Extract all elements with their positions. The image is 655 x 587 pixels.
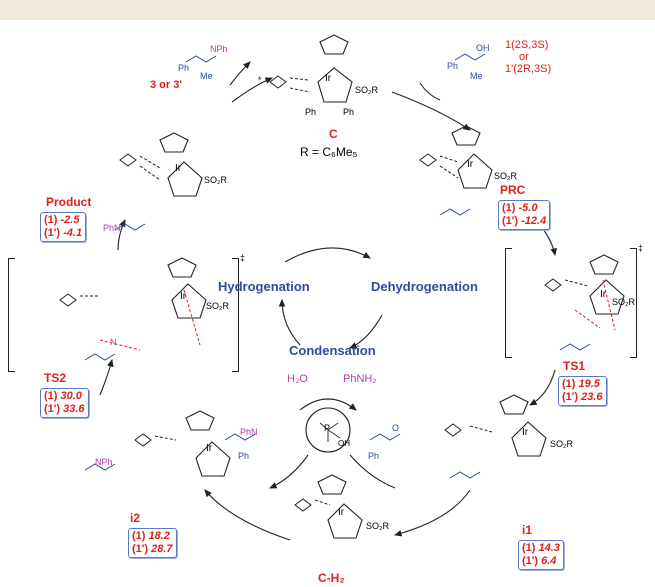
ts1-id-1: (1) [562, 378, 576, 390]
cycle-dehydrogenation: Dehydrogenation [371, 279, 478, 294]
imine-phn: PhN [240, 427, 258, 437]
i2-val-1: 18.2 [148, 530, 170, 542]
i1-id-2: (1') [522, 555, 539, 567]
ts1-dagger: ‡ [638, 243, 644, 253]
substrate-line-2: or [519, 51, 529, 63]
imine-ph: Ph [238, 451, 250, 461]
species-name-ts1: TS1 [563, 359, 586, 373]
energy-box-product: (1) -2.5 (1') -4.1 [40, 212, 87, 242]
product-ids: 3 or 3' [150, 79, 182, 91]
acid-oh: OH [338, 439, 350, 448]
ir-atom-ts1: Ir [600, 289, 607, 300]
i2-id-2: (1') [132, 543, 149, 555]
prc-id-2: (1') [502, 215, 519, 227]
ts2-bracket-right [232, 258, 239, 372]
energy-box-ts1: (1) 19.5 (1') 23.6 [558, 376, 607, 406]
header-bar [0, 0, 655, 20]
ts1-val-1: 19.5 [578, 378, 600, 390]
ir-atom-product: Ir [175, 163, 182, 174]
inner-cycle [278, 247, 383, 349]
so2r-product: SO₂R [204, 175, 227, 185]
ir-atom-c: Ir [325, 73, 332, 84]
i2-nph: NPh [95, 457, 113, 467]
ph-c-left: Ph [305, 107, 317, 117]
product-val-2: -4.1 [63, 227, 83, 239]
so2r-ts1: SO₂R [612, 297, 635, 307]
ts2-val-2: 33.6 [63, 403, 85, 415]
energy-box-i1: (1) 14.3 (1') 6.4 [518, 540, 564, 570]
ts1-bracket-left [505, 248, 512, 358]
ir-atom-ch2: Ir [338, 507, 345, 518]
energy-box-prc: (1) -5.0 (1') -12.4 [498, 200, 551, 230]
r-definition: R = C₆Me₅ [300, 145, 358, 159]
species-name-product: Product [46, 195, 92, 209]
ts2-bracket-left [8, 258, 15, 372]
ts1-id-2: (1') [562, 391, 579, 403]
cycle-condensation: Condensation [289, 343, 376, 358]
product-nph: NPh [210, 44, 228, 54]
substrate-line-1: 1(2S,3S) [505, 39, 549, 51]
i1-val-1: 14.3 [538, 542, 560, 554]
so2r-prc: SO₂R [494, 171, 517, 181]
substrate-oh: OH [476, 43, 490, 53]
phosphate-star-c: * [258, 75, 262, 85]
so2r-i1: SO₂R [550, 439, 573, 449]
phosphate-bonds [59, 75, 562, 512]
transition-state-bonds [99, 279, 616, 351]
product-ph: Ph [178, 63, 190, 73]
substrate-me: Me [470, 71, 483, 81]
acid-p: P [324, 423, 331, 433]
ketone-o: O [392, 423, 400, 433]
prc-val-1: -5.0 [518, 202, 538, 214]
acid-catalyst-structure [319, 422, 341, 442]
acid-catalyst-circle [268, 398, 396, 489]
so2r-ch2: SO₂R [366, 521, 389, 531]
species-name-ch2: C-H₂ [318, 571, 345, 585]
product-id-2: (1') [44, 227, 61, 239]
outer-cycle-arrows [99, 61, 557, 541]
i1-val-2: 6.4 [541, 555, 557, 567]
species-name-i2: i2 [130, 511, 141, 525]
ts2-id-1: (1) [44, 390, 58, 402]
energy-box-ts2: (1) 30.0 (1') 33.6 [40, 388, 89, 418]
prc-val-2: -12.4 [521, 215, 547, 227]
catalyst-label: C [329, 127, 338, 141]
prc-id-1: (1) [502, 202, 516, 214]
product-complex-phn: PhN [103, 223, 121, 233]
so2r-ts2: SO₂R [206, 301, 229, 311]
ketone-ph: Ph [368, 451, 380, 461]
condensation-water: H₂O [287, 373, 308, 385]
substrate-line-3: 1'(2R,3S) [505, 63, 552, 75]
substrate-ph: Ph [447, 61, 459, 71]
product-id-1: (1) [44, 214, 58, 226]
energy-box-i2: (1) 18.2 (1') 28.7 [128, 528, 177, 558]
product-val-1: -2.5 [60, 214, 80, 226]
species-name-prc: PRC [500, 183, 526, 197]
i1-id-1: (1) [522, 542, 536, 554]
condensation-amine: PhNH₂ [343, 373, 377, 385]
cp-star-rings [159, 34, 619, 495]
ir-atom-i2: Ir [206, 443, 213, 454]
ts2-n: N [110, 337, 117, 347]
ts1-bracket-right [630, 248, 637, 358]
i2-id-1: (1) [132, 530, 146, 542]
hydrogen-bonds [80, 77, 589, 506]
ts2-dagger: ‡ [240, 253, 246, 263]
ts2-val-1: 30.0 [60, 390, 82, 402]
ts2-id-2: (1') [44, 403, 61, 415]
ir-atom-ts2: Ir [180, 291, 187, 302]
ir-atom-prc: Ir [467, 159, 474, 170]
cycle-hydrogenation: Hydrogenation [218, 279, 310, 294]
species-name-i1: i1 [522, 523, 533, 537]
product-me: Me [200, 71, 213, 81]
ir-atom-i1: Ir [522, 427, 529, 438]
i2-val-2: 28.7 [151, 543, 173, 555]
species-name-ts2: TS2 [44, 371, 67, 385]
substrate-fragments [84, 53, 591, 479]
ts1-val-2: 23.6 [581, 391, 603, 403]
ph-c-right: Ph [343, 107, 355, 117]
so2r-c: SO₂R [355, 85, 378, 95]
